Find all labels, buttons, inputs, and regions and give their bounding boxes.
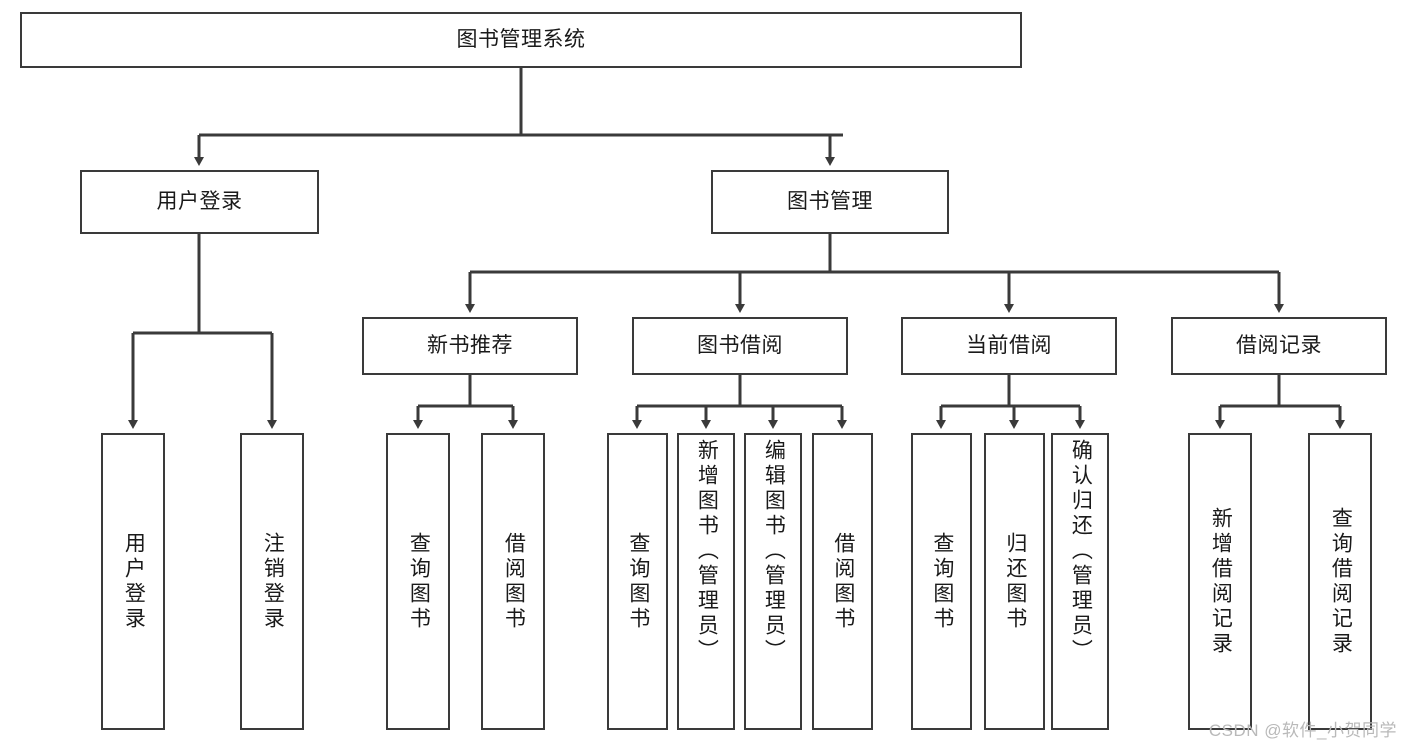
node-label: 图书管理系统 [456, 27, 586, 51]
node-user-login[interactable]: 用户登录 [80, 170, 319, 234]
node-leaf-edit-book-admin[interactable]: 编辑图书（管理员） [744, 433, 802, 730]
node-label: 新增图书（管理员） [695, 439, 719, 664]
node-label: 新书推荐 [427, 333, 513, 357]
node-leaf-query-books-current[interactable]: 查询图书 [911, 433, 972, 730]
node-label: 查询图书 [407, 531, 431, 632]
node-leaf-add-borrow-record[interactable]: 新增借阅记录 [1188, 433, 1252, 730]
node-label: 编辑图书（管理员） [762, 439, 786, 664]
node-label: 注销登录 [261, 531, 285, 632]
node-label: 查询图书 [930, 531, 954, 632]
node-label: 图书管理 [787, 189, 873, 213]
node-leaf-query-borrow-record[interactable]: 查询借阅记录 [1308, 433, 1372, 730]
node-label: 确认归还（管理员） [1069, 439, 1093, 664]
node-book-borrowing[interactable]: 图书借阅 [632, 317, 848, 375]
node-label: 图书借阅 [697, 333, 783, 357]
node-label: 借阅记录 [1236, 333, 1322, 357]
node-leaf-logout[interactable]: 注销登录 [240, 433, 304, 730]
node-label: 查询图书 [626, 531, 650, 632]
node-label: 借阅图书 [502, 531, 526, 632]
node-label: 用户登录 [122, 531, 146, 632]
node-current-borrowing[interactable]: 当前借阅 [901, 317, 1117, 375]
node-borrowing-records[interactable]: 借阅记录 [1171, 317, 1387, 375]
node-leaf-borrow-books[interactable]: 借阅图书 [812, 433, 873, 730]
node-leaf-confirm-return-admin[interactable]: 确认归还（管理员） [1051, 433, 1109, 730]
node-label: 查询借阅记录 [1329, 506, 1353, 657]
node-label: 归还图书 [1003, 531, 1027, 632]
node-leaf-add-book-admin[interactable]: 新增图书（管理员） [677, 433, 735, 730]
csdn-watermark: CSDN @软件_小贺同学 [1208, 721, 1397, 740]
node-label: 借阅图书 [831, 531, 855, 632]
node-leaf-query-books-borrow[interactable]: 查询图书 [607, 433, 668, 730]
node-leaf-query-books-new[interactable]: 查询图书 [386, 433, 450, 730]
node-label: 当前借阅 [966, 333, 1052, 357]
node-label: 用户登录 [156, 189, 243, 213]
node-book-management[interactable]: 图书管理 [711, 170, 949, 234]
node-leaf-user-login[interactable]: 用户登录 [101, 433, 165, 730]
node-leaf-borrow-books-new[interactable]: 借阅图书 [481, 433, 545, 730]
node-root-book-management-system[interactable]: 图书管理系统 [20, 12, 1022, 68]
node-new-book-recommendation[interactable]: 新书推荐 [362, 317, 578, 375]
node-label: 新增借阅记录 [1209, 506, 1233, 657]
node-leaf-return-books[interactable]: 归还图书 [984, 433, 1045, 730]
